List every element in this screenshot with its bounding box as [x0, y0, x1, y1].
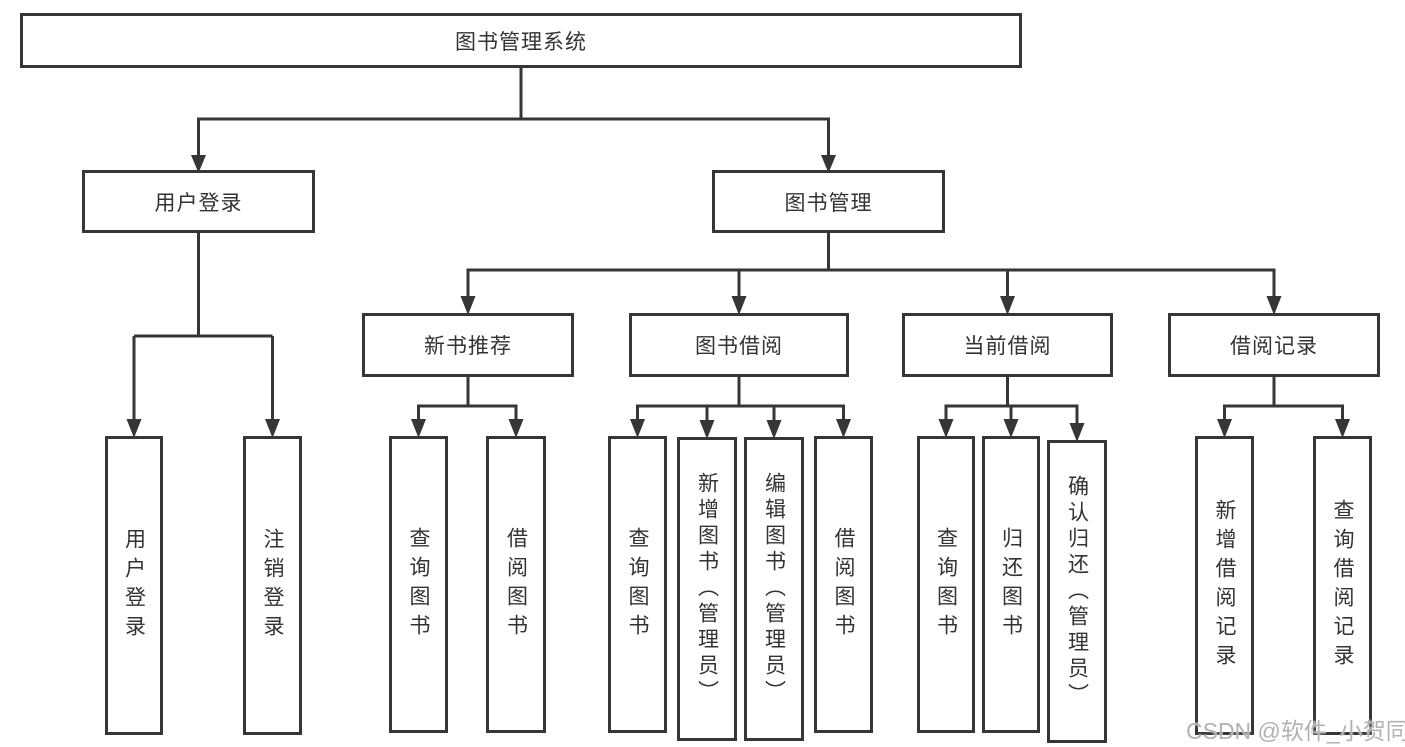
node-borrow-books-recommend: 借阅图书 [486, 436, 546, 733]
node-label: 用户登录 [122, 527, 146, 644]
node-library-system: 图书管理系统 [20, 13, 1022, 68]
node-label: 图书管理系统 [455, 30, 587, 54]
node-query-borrow-record: 查询借阅记录 [1313, 436, 1372, 735]
node-label: 图书管理 [784, 191, 873, 215]
node-borrow-books-borrowing: 借阅图书 [814, 436, 873, 733]
node-current-borrowing: 当前借阅 [902, 313, 1113, 377]
node-label: 新书推荐 [424, 335, 512, 358]
csdn-watermark: CSDN @软件_小贺同学 [1186, 718, 1405, 744]
node-edit-book-admin: 编辑图书（管理员） [744, 437, 804, 741]
node-label: 确认归还（管理员） [1065, 474, 1089, 709]
node-label: 查询图书 [626, 526, 650, 643]
node-label: 借阅记录 [1230, 335, 1318, 358]
node-label: 借阅图书 [832, 526, 856, 643]
node-label: 查询图书 [407, 526, 431, 643]
node-user-login-group: 用户登录 [82, 170, 315, 233]
node-confirm-return-admin: 确认归还（管理员） [1047, 440, 1107, 743]
node-logout: 注销登录 [243, 436, 302, 735]
node-label: 编辑图书（管理员） [762, 472, 786, 706]
node-label: 新增图书（管理员） [695, 472, 719, 706]
node-user-login: 用户登录 [105, 436, 163, 735]
node-label: 注销登录 [261, 527, 285, 644]
node-return-books: 归还图书 [982, 436, 1040, 733]
node-label: 查询图书 [934, 526, 958, 643]
node-label: 借阅图书 [504, 526, 528, 643]
node-query-books-recommend: 查询图书 [389, 436, 448, 733]
node-query-books-current: 查询图书 [917, 436, 975, 733]
node-label: 归还图书 [999, 526, 1023, 643]
node-query-books-borrowing: 查询图书 [608, 436, 667, 733]
node-label: 当前借阅 [963, 335, 1052, 358]
node-borrow-records: 借阅记录 [1168, 313, 1380, 377]
node-label: 图书借阅 [695, 335, 783, 358]
node-book-management: 图书管理 [712, 170, 945, 233]
node-add-book-admin: 新增图书（管理员） [677, 437, 737, 741]
node-new-book-recommend: 新书推荐 [362, 313, 574, 377]
node-label: 用户登录 [154, 191, 243, 215]
node-label: 新增借阅记录 [1213, 498, 1237, 673]
node-book-borrowing: 图书借阅 [629, 313, 849, 377]
node-label: 查询借阅记录 [1331, 498, 1355, 673]
node-add-borrow-record: 新增借阅记录 [1195, 436, 1254, 735]
